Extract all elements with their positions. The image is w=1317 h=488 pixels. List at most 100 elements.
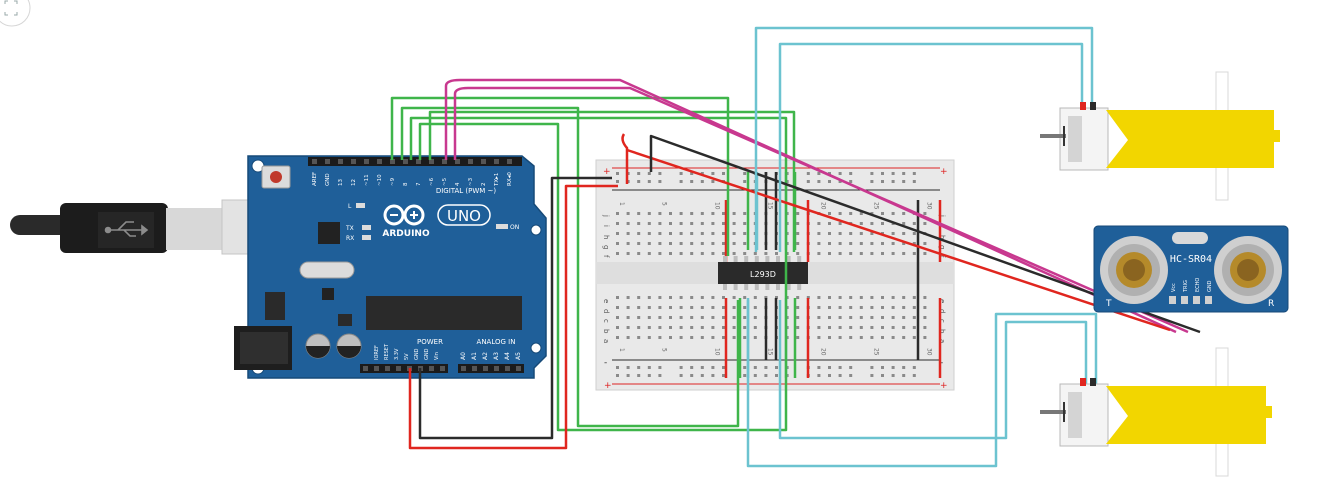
breadboard-hole[interactable] bbox=[679, 180, 683, 183]
breadboard-hole[interactable] bbox=[637, 306, 641, 309]
breadboard-hole[interactable] bbox=[870, 374, 874, 377]
breadboard-hole[interactable] bbox=[732, 326, 736, 329]
breadboard-hole[interactable] bbox=[881, 212, 884, 215]
breadboard-hole[interactable] bbox=[722, 242, 725, 245]
breadboard-hole[interactable] bbox=[658, 336, 662, 339]
breadboard-hole[interactable] bbox=[669, 232, 672, 235]
breadboard-hole[interactable] bbox=[616, 336, 619, 339]
breadboard-hole[interactable] bbox=[838, 366, 842, 369]
breadboard-hole[interactable] bbox=[626, 212, 630, 215]
reset-button[interactable] bbox=[261, 165, 291, 189]
breadboard-hole[interactable] bbox=[753, 366, 757, 369]
breadboard-hole[interactable] bbox=[828, 180, 831, 183]
breadboard-hole[interactable] bbox=[637, 316, 641, 319]
header-pin[interactable] bbox=[396, 366, 401, 371]
breadboard-hole[interactable] bbox=[828, 306, 831, 309]
breadboard-hole[interactable] bbox=[743, 222, 747, 225]
breadboard-hole[interactable] bbox=[912, 232, 916, 235]
header-pin[interactable] bbox=[505, 366, 510, 371]
breadboard-hole[interactable] bbox=[647, 296, 651, 299]
breadboard-hole[interactable] bbox=[891, 180, 895, 183]
breadboard-hole[interactable] bbox=[626, 306, 630, 309]
breadboard-hole[interactable] bbox=[838, 180, 842, 183]
breadboard-hole[interactable] bbox=[912, 306, 916, 309]
breadboard-hole[interactable] bbox=[637, 242, 641, 245]
breadboard-hole[interactable] bbox=[870, 242, 874, 245]
breadboard-hole[interactable] bbox=[817, 316, 821, 319]
breadboard-hole[interactable] bbox=[616, 316, 619, 319]
breadboard-hole[interactable] bbox=[881, 316, 884, 319]
breadboard-hole[interactable] bbox=[912, 296, 916, 299]
breadboard-hole[interactable] bbox=[647, 252, 651, 255]
breadboard-hole[interactable] bbox=[679, 296, 683, 299]
breadboard-hole[interactable] bbox=[679, 336, 683, 339]
breadboard-hole[interactable] bbox=[859, 222, 863, 225]
breadboard-hole[interactable] bbox=[912, 374, 916, 377]
breadboard-hole[interactable] bbox=[690, 336, 694, 339]
breadboard-hole[interactable] bbox=[616, 242, 619, 245]
breadboard-hole[interactable] bbox=[616, 232, 619, 235]
breadboard-hole[interactable] bbox=[838, 374, 842, 377]
breadboard-hole[interactable] bbox=[700, 232, 704, 235]
breadboard-hole[interactable] bbox=[775, 252, 778, 255]
breadboard-hole[interactable] bbox=[711, 172, 715, 175]
breadboard-hole[interactable] bbox=[647, 374, 651, 377]
breadboard-hole[interactable] bbox=[647, 326, 651, 329]
breadboard-hole[interactable] bbox=[849, 374, 853, 377]
breadboard-hole[interactable] bbox=[881, 326, 884, 329]
breadboard-hole[interactable] bbox=[838, 232, 842, 235]
header-pin[interactable] bbox=[390, 159, 395, 164]
breadboard-hole[interactable] bbox=[849, 232, 853, 235]
breadboard-hole[interactable] bbox=[796, 242, 800, 245]
breadboard-hole[interactable] bbox=[891, 366, 895, 369]
breadboard-hole[interactable] bbox=[828, 172, 831, 175]
breadboard-hole[interactable] bbox=[817, 306, 821, 309]
breadboard-hole[interactable] bbox=[838, 296, 842, 299]
header-pin[interactable] bbox=[481, 159, 486, 164]
dc-motor-bottom[interactable] bbox=[1040, 347, 1272, 477]
breadboard-hole[interactable] bbox=[637, 212, 641, 215]
breadboard-hole[interactable] bbox=[849, 252, 853, 255]
breadboard-hole[interactable] bbox=[690, 172, 694, 175]
breadboard-hole[interactable] bbox=[849, 180, 853, 183]
breadboard-hole[interactable] bbox=[722, 296, 725, 299]
breadboard-hole[interactable] bbox=[891, 242, 895, 245]
breadboard-hole[interactable] bbox=[669, 252, 672, 255]
header-pin[interactable] bbox=[364, 159, 369, 164]
breadboard-hole[interactable] bbox=[700, 222, 704, 225]
breadboard-hole[interactable] bbox=[902, 336, 906, 339]
breadboard-hole[interactable] bbox=[669, 296, 672, 299]
breadboard-hole[interactable] bbox=[658, 374, 662, 377]
breadboard-hole[interactable] bbox=[849, 316, 853, 319]
breadboard-hole[interactable] bbox=[690, 242, 694, 245]
breadboard-hole[interactable] bbox=[658, 296, 662, 299]
breadboard-hole[interactable] bbox=[817, 252, 821, 255]
breadboard-hole[interactable] bbox=[679, 326, 683, 329]
breadboard-hole[interactable] bbox=[902, 252, 906, 255]
breadboard-hole[interactable] bbox=[870, 366, 874, 369]
breadboard-hole[interactable] bbox=[700, 252, 704, 255]
header-pin[interactable] bbox=[455, 159, 460, 164]
header-pin[interactable] bbox=[403, 159, 408, 164]
breadboard-hole[interactable] bbox=[902, 326, 906, 329]
header-pin[interactable] bbox=[312, 159, 317, 164]
breadboard-hole[interactable] bbox=[743, 366, 747, 369]
breadboard-hole[interactable] bbox=[881, 180, 884, 183]
breadboard-hole[interactable] bbox=[700, 172, 704, 175]
breadboard-hole[interactable] bbox=[690, 326, 694, 329]
breadboard-hole[interactable] bbox=[912, 180, 916, 183]
breadboard-hole[interactable] bbox=[891, 374, 895, 377]
breadboard-hole[interactable] bbox=[616, 366, 619, 369]
breadboard-hole[interactable] bbox=[764, 366, 768, 369]
breadboard-hole[interactable] bbox=[806, 172, 810, 175]
breadboard-hole[interactable] bbox=[891, 296, 895, 299]
breadboard-hole[interactable] bbox=[828, 232, 831, 235]
header-pin[interactable] bbox=[494, 159, 499, 164]
breadboard-hole[interactable] bbox=[849, 172, 853, 175]
breadboard-hole[interactable] bbox=[669, 212, 672, 215]
breadboard-hole[interactable] bbox=[902, 222, 906, 225]
breadboard-hole[interactable] bbox=[902, 306, 906, 309]
power-jack[interactable] bbox=[234, 326, 292, 370]
breadboard-hole[interactable] bbox=[891, 212, 895, 215]
breadboard-hole[interactable] bbox=[669, 222, 672, 225]
